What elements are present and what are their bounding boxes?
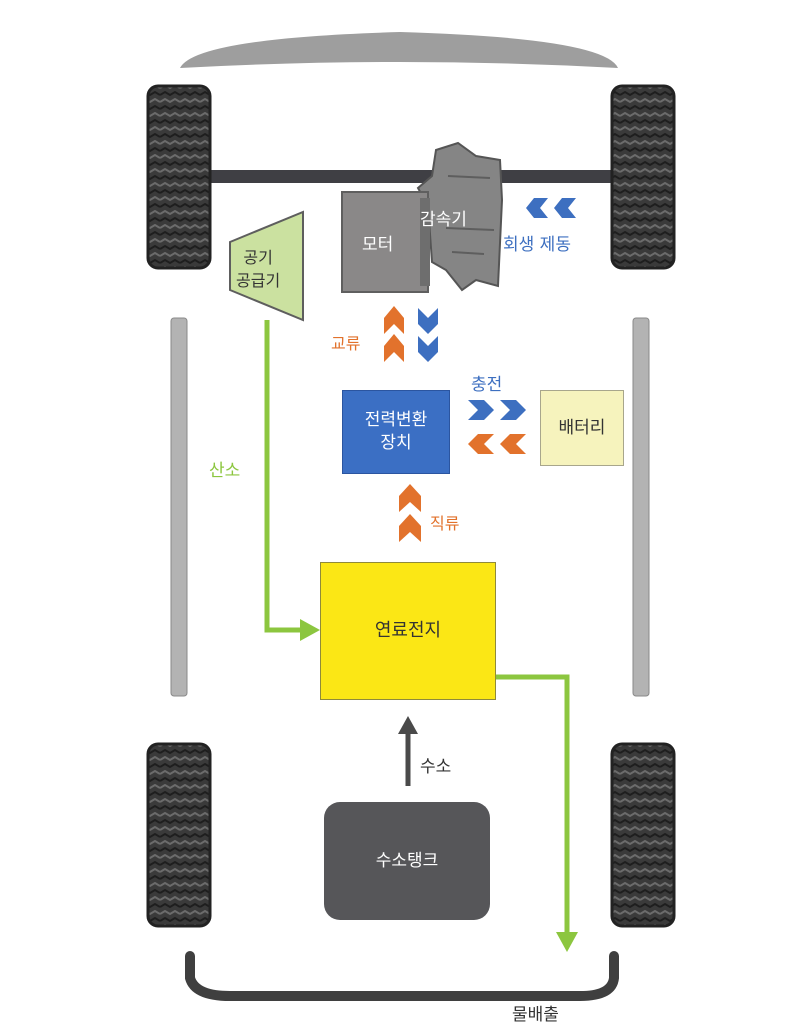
hydrogen-arrowhead <box>398 716 418 734</box>
discharge-arrows <box>468 434 526 454</box>
battery: 배터리 <box>540 390 624 466</box>
rear-right-wheel <box>610 742 676 928</box>
rear-bumper <box>185 951 619 1001</box>
front-left-wheel <box>146 84 212 270</box>
fuel-cell: 연료전지 <box>320 562 496 700</box>
water-flow-line <box>494 674 570 935</box>
oxygen-label: 산소 <box>209 461 241 481</box>
right-side-rail <box>632 317 650 697</box>
dc-up-arrows <box>399 484 421 542</box>
air-supply-line2: 공급기 <box>236 271 281 291</box>
battery-label: 배터리 <box>558 417 606 438</box>
oxygen-flow-line <box>264 320 302 633</box>
air-supply-line1: 공기 <box>243 248 273 267</box>
ac-label: 교류 <box>331 334 361 353</box>
regen-braking-label: 회생 제동 <box>503 235 571 255</box>
power-converter: 전력변환 장치 <box>342 390 450 474</box>
motor-cooling-fins <box>420 198 430 286</box>
hydrogen-tank-label: 수소탱크 <box>375 850 439 871</box>
power-converter-line2: 장치 <box>380 433 412 453</box>
oxygen-arrowhead <box>300 619 320 641</box>
fuel-cell-label: 연료전지 <box>374 619 442 641</box>
reducer-label: 감속기 <box>420 210 467 230</box>
air-supply-block <box>229 210 304 322</box>
water-arrowhead <box>556 932 578 952</box>
regen-down-arrows <box>418 308 438 362</box>
air-supply-label: 공기 공급기 <box>236 246 280 292</box>
motor-block <box>341 191 429 293</box>
water-discharge-label: 물배출 <box>512 1005 559 1025</box>
charging-label: 충전 <box>471 375 503 395</box>
left-side-rail <box>170 317 188 697</box>
rear-left-wheel <box>146 742 212 928</box>
regen-braking-arrows <box>526 198 576 218</box>
hydrogen-label: 수소 <box>420 757 452 777</box>
reducer-detail <box>445 175 495 255</box>
front-bumper <box>180 32 618 68</box>
ac-up-arrows <box>384 306 404 362</box>
front-right-wheel <box>610 84 676 270</box>
motor-label: 모터 <box>362 235 394 255</box>
dc-label: 직류 <box>430 514 460 533</box>
power-converter-line1: 전력변환 <box>364 410 428 431</box>
front-axle <box>200 170 620 183</box>
hydrogen-tank: 수소탱크 <box>324 802 490 920</box>
charging-arrows <box>468 400 526 420</box>
